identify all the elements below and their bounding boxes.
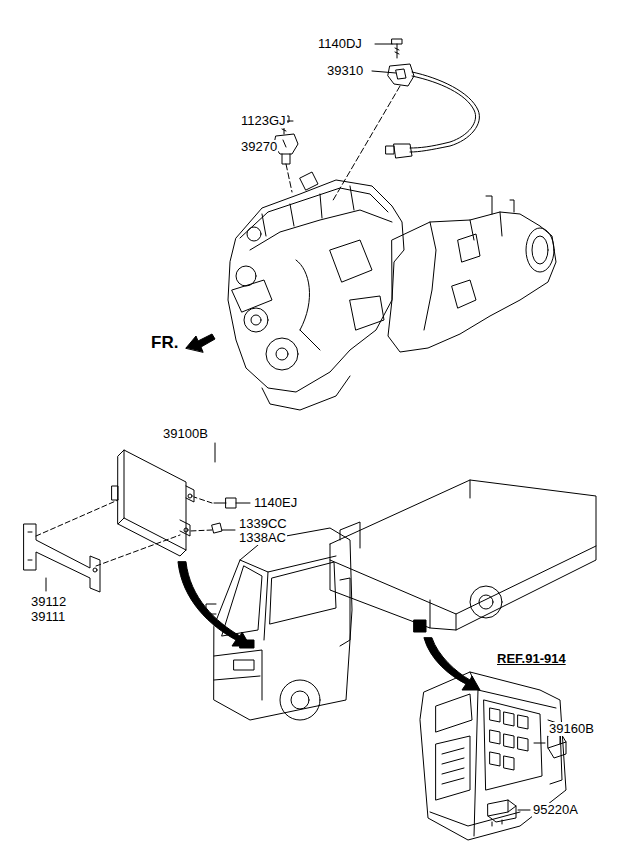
bolt	[392, 39, 402, 58]
part-number: 1338AC	[238, 531, 287, 545]
part-number: 39112	[30, 595, 67, 609]
front-arrow	[186, 334, 215, 352]
location-arrow	[178, 562, 250, 646]
bracket	[24, 524, 100, 592]
part-number: 1339CC	[238, 517, 288, 531]
nut	[212, 523, 222, 533]
location-arrow	[424, 638, 480, 690]
part-number: 39310	[326, 64, 364, 78]
truck	[206, 480, 596, 720]
relay	[488, 800, 516, 826]
part-number: 1123GJ	[240, 114, 287, 128]
ecu	[112, 450, 194, 556]
leader-lines	[46, 44, 545, 810]
part-number: 95220A	[532, 803, 579, 817]
part-number: 39111	[30, 610, 66, 624]
direction-label: FR.	[150, 333, 179, 352]
bolt	[214, 498, 236, 508]
part-number: 39160B	[548, 722, 595, 736]
engine	[228, 172, 404, 410]
part-number: 1140EJ	[253, 496, 298, 510]
part-number: 39270	[240, 140, 278, 154]
transmission	[388, 196, 556, 352]
sensor	[386, 64, 479, 158]
part-number: 39100B	[162, 427, 209, 441]
reference-label: REF.91-914	[496, 652, 567, 666]
part-number: 1140DJ	[317, 37, 363, 51]
